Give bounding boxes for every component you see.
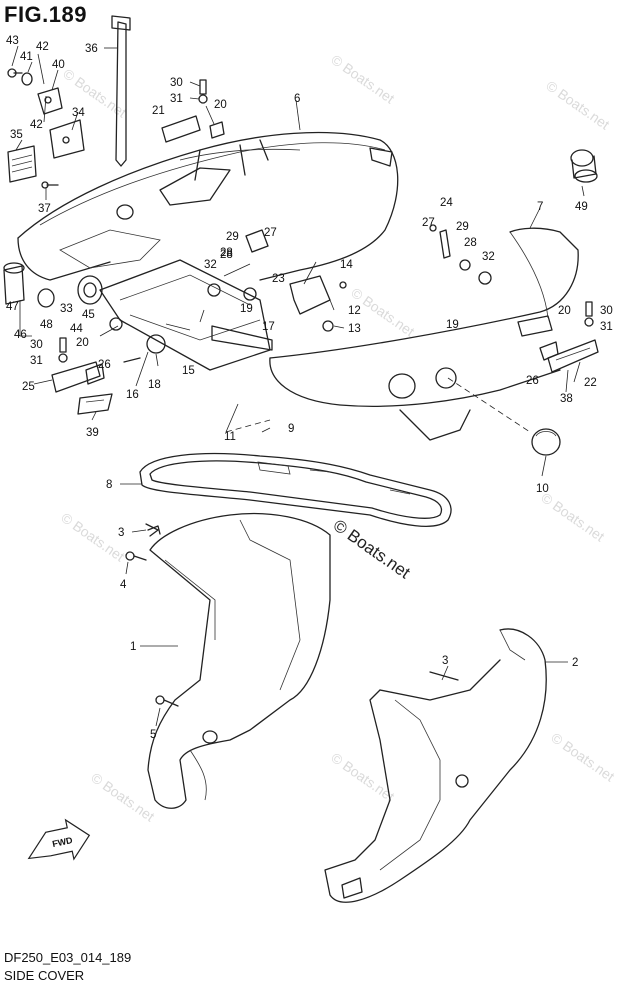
callout-label: 3	[118, 527, 124, 539]
callout-label: 42	[30, 119, 43, 131]
callout-label: 30	[600, 305, 613, 317]
callout-label: 35	[10, 129, 23, 141]
callout-label: 26	[526, 375, 539, 387]
callout-label: 30	[170, 77, 183, 89]
callout-label: 4	[120, 579, 127, 591]
upper-clip-parts	[161, 79, 225, 143]
leader-dashed	[225, 419, 271, 433]
callout-label: 49	[575, 201, 588, 213]
bracket-12	[245, 229, 347, 332]
callout-label: 28	[220, 247, 233, 259]
clip-25	[51, 337, 141, 415]
watermark: © Boats.net	[328, 749, 397, 804]
callout-label: 29	[456, 221, 469, 233]
callout-label: 33	[60, 303, 73, 315]
forward-arrow-icon: FWD	[27, 818, 91, 861]
callout-label: 44	[70, 323, 83, 335]
plug-10	[531, 428, 561, 456]
watermark: © Boats.net	[543, 77, 612, 132]
callout-label: 13	[348, 323, 361, 335]
upper-side-cover-6	[17, 131, 399, 281]
callout-labels: 43 41 42 40 36 30 31 21 20 6 34 42 35 37…	[6, 35, 613, 741]
callout-label: 9	[288, 423, 294, 435]
callout-label: 43	[6, 35, 19, 47]
callout-label: 28	[220, 249, 233, 261]
callout-label: 25	[22, 381, 35, 393]
front-cover-small-parts	[429, 224, 492, 285]
callout-label: 14	[340, 259, 353, 271]
screws-lower	[125, 523, 179, 707]
plug-49	[570, 149, 598, 183]
callout-label: 39	[86, 427, 99, 439]
callout-label: 5	[150, 729, 156, 741]
callout-label: 32	[482, 251, 495, 263]
front-side-cover-7	[269, 227, 579, 441]
lower-cover-2	[324, 628, 547, 903]
callout-label: 12	[348, 305, 361, 317]
callout-label: 27	[422, 217, 435, 229]
callout-label: 27	[264, 227, 277, 239]
callout-label: 36	[85, 43, 98, 55]
watermark: © Boats.net	[538, 489, 607, 544]
callout-label: 26	[98, 359, 111, 371]
caption-name: SIDE COVER	[4, 968, 85, 983]
callout-label: 30	[30, 339, 43, 351]
callout-label: 19	[240, 303, 253, 315]
watermark-main: © Boats.net	[330, 516, 414, 583]
callout-label: 10	[536, 483, 549, 495]
callout-label: 23	[272, 273, 285, 285]
caption-code: DF250_E03_014_189	[4, 950, 132, 965]
callout-label: 8	[106, 479, 112, 491]
callout-leaders	[11, 45, 585, 727]
callout-label: 2	[572, 657, 578, 669]
callout-label: 22	[584, 377, 597, 389]
callout-label: 41	[20, 51, 33, 63]
callout-label: 19	[446, 319, 459, 331]
callout-label: 34	[72, 107, 85, 119]
bracket-parts-left	[7, 68, 85, 189]
callout-label: 17	[262, 321, 275, 333]
figure-title: FIG.189	[4, 2, 87, 27]
callout-label: 24	[440, 197, 453, 209]
callout-label: 40	[52, 59, 65, 71]
watermark: © Boats.net	[88, 769, 157, 824]
callout-label: 31	[30, 355, 43, 367]
fwd-label: FWD	[51, 835, 74, 849]
watermark: © Boats.net	[548, 729, 617, 784]
callout-label: 47	[6, 301, 19, 313]
callout-label: 46	[14, 329, 27, 341]
callout-label: 31	[170, 93, 183, 105]
callout-label: 32	[204, 259, 217, 271]
callout-label: 7	[537, 201, 543, 213]
callout-label: 3	[442, 655, 448, 667]
callout-label: 16	[126, 389, 139, 401]
callout-label: 20	[76, 337, 89, 349]
callout-label: 29	[226, 231, 239, 243]
callout-label: 28	[464, 237, 477, 249]
callout-label: 48	[40, 319, 53, 331]
clip-38	[539, 301, 599, 373]
watermark: © Boats.net	[328, 51, 397, 106]
callout-label: 21	[152, 105, 165, 117]
callout-label: 45	[82, 309, 95, 321]
callout-label: 6	[294, 93, 300, 105]
callout-label: 31	[600, 321, 613, 333]
callout-label: 20	[214, 99, 227, 111]
callout-label: 42	[36, 41, 49, 53]
leader-dashed	[447, 377, 531, 433]
callout-label: 20	[558, 305, 571, 317]
watermark-layer: © Boats.net © Boats.net © Boats.net © Bo…	[58, 51, 617, 824]
callout-label: 1	[130, 641, 136, 653]
lower-bracket-assembly	[3, 259, 273, 371]
callout-label: 38	[560, 393, 573, 405]
callout-label: 15	[182, 365, 195, 377]
callout-label: 11	[224, 431, 236, 443]
seal-8	[139, 452, 452, 527]
callout-label: 37	[38, 203, 51, 215]
strap-36	[111, 15, 131, 167]
watermark: © Boats.net	[60, 65, 129, 120]
lower-cover-1	[147, 512, 331, 809]
callout-label: 18	[148, 379, 161, 391]
